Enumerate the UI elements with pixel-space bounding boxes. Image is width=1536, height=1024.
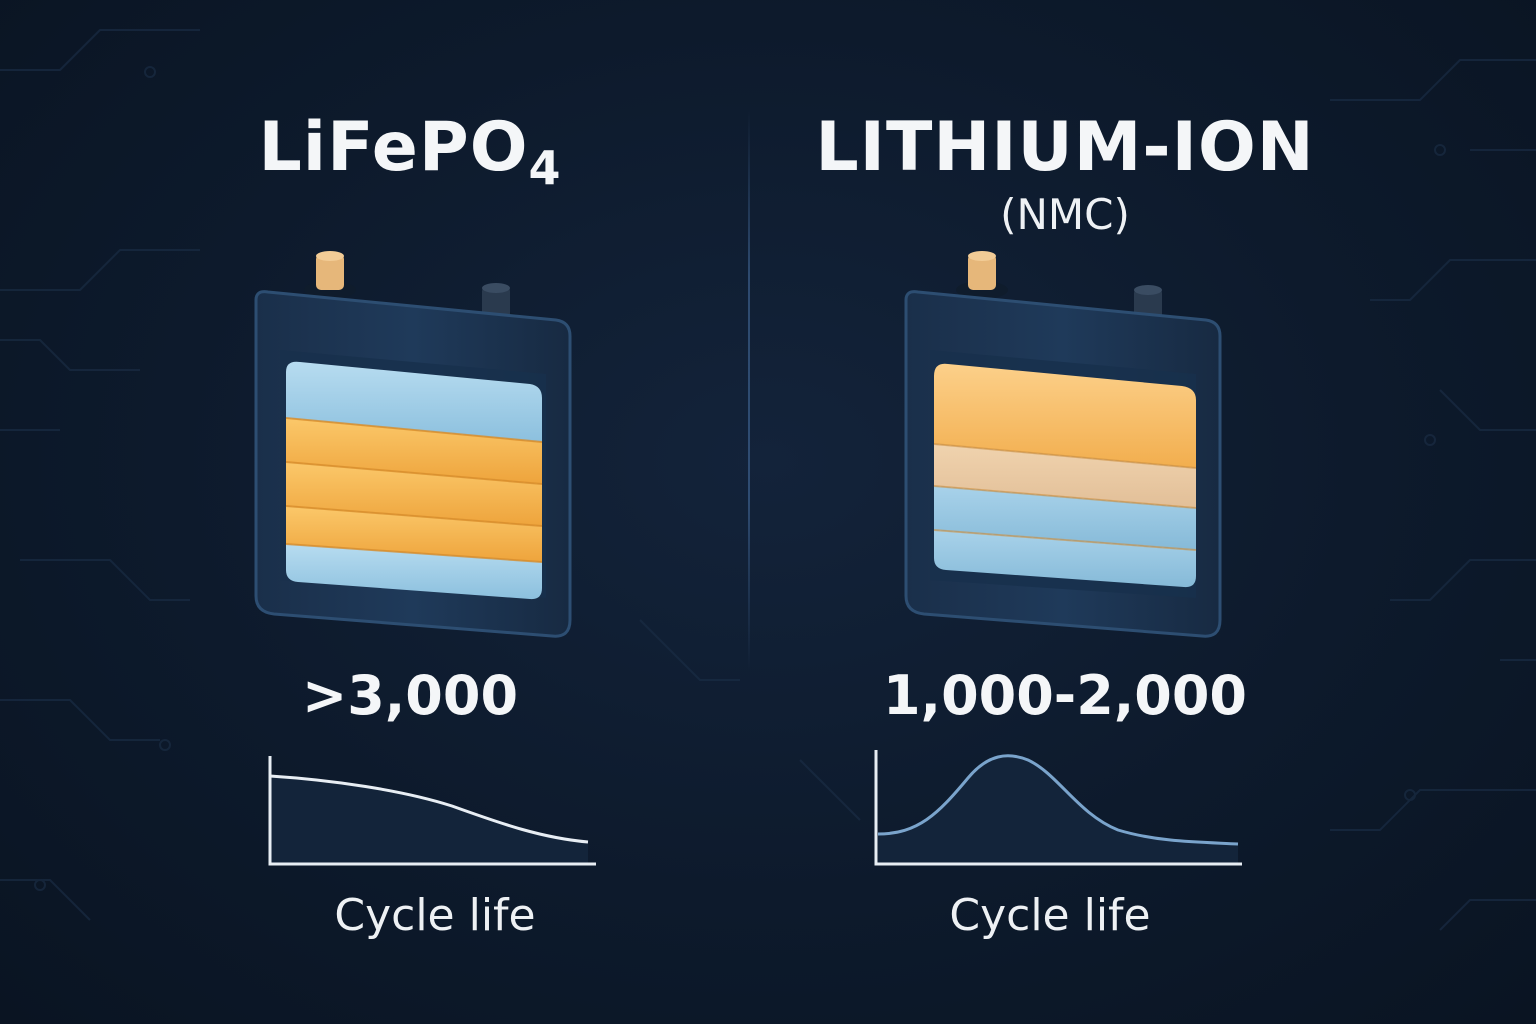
battery-cell-icon (904, 251, 1222, 638)
left-cycle-curve (268, 756, 596, 866)
center-divider (748, 110, 750, 670)
battery-cell-icon (254, 251, 572, 638)
left-curve-axes (268, 756, 596, 866)
right-curve-axes (874, 750, 1242, 866)
right-curve-line (877, 754, 1239, 846)
right-curve-area (878, 755, 1238, 864)
left-curve-area (270, 776, 588, 864)
left-title-subscript: 4 (528, 141, 562, 195)
right-subtitle: (NMC) (1000, 190, 1130, 239)
left-curve-line (269, 774, 589, 844)
right-cycle-curve (874, 750, 1242, 866)
right-title: LITHIUM-ION (815, 108, 1315, 187)
right-cycle-value: 1,000-2,000 (882, 664, 1248, 727)
left-caption: Cycle life (334, 890, 536, 941)
left-cycle-value: >3,000 (301, 664, 519, 727)
left-title-main: LiFePO (258, 108, 529, 187)
left-title: LiFePO4 (160, 108, 660, 195)
right-caption: Cycle life (949, 890, 1151, 941)
